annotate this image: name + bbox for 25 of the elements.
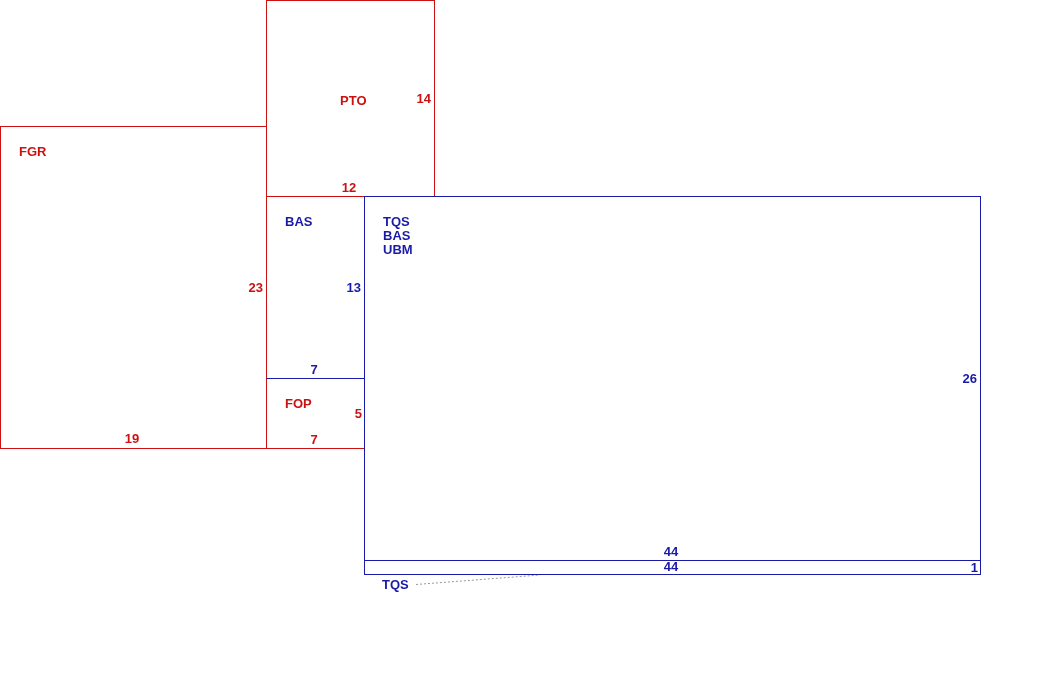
dimension-label: 23 (248, 281, 263, 295)
dimension-label: 1 (970, 561, 978, 575)
callout-label: TQS (382, 578, 409, 592)
room-name: FGR (19, 145, 47, 159)
room-name: BAS (285, 215, 313, 229)
room-name: PTO (340, 94, 367, 108)
room-name: FOP (285, 397, 312, 411)
dimension-label: 5 (354, 407, 362, 421)
room-outline (266, 0, 435, 197)
dimension-label: 7 (310, 433, 318, 447)
room-name: UBM (383, 243, 413, 257)
dimension-label: 19 (124, 432, 140, 446)
strip-outline (364, 560, 981, 575)
dimension-label: 14 (416, 92, 431, 106)
leader-line (415, 574, 541, 585)
dimension-label: 44 (663, 545, 679, 559)
dimension-label: 7 (310, 363, 318, 377)
dimension-label: 26 (962, 372, 977, 386)
room-name: TQS (383, 215, 410, 229)
room-outline (364, 196, 981, 561)
room-outline (0, 126, 267, 449)
dimension-label: 44 (663, 560, 679, 574)
dimension-label: 12 (341, 181, 357, 195)
dimension-label: 13 (346, 281, 361, 295)
room-name: BAS (383, 229, 411, 243)
